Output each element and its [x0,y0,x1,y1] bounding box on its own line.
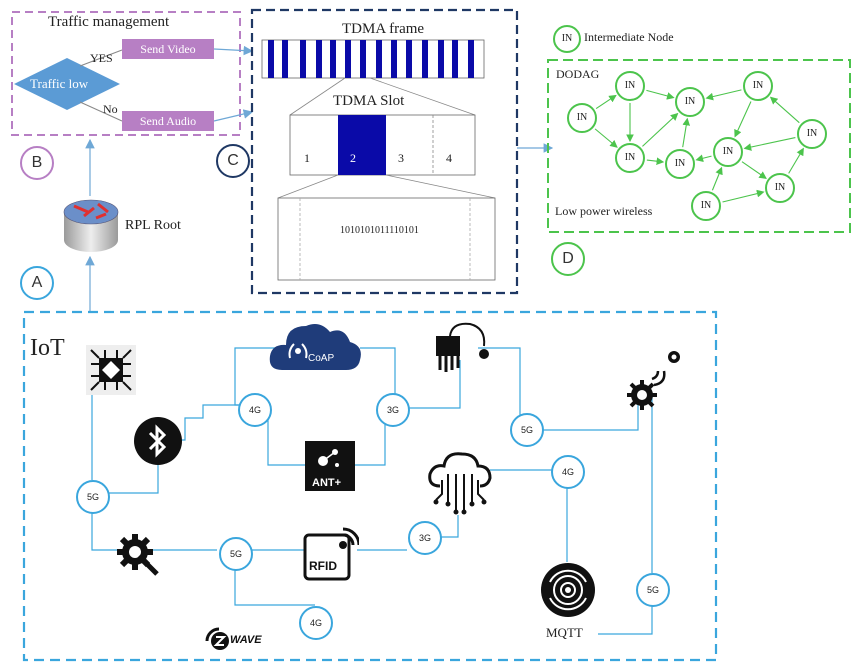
net-node-4g: 4G [299,606,333,640]
ant-label: ANT+ [312,477,342,489]
net-node-5g: 5G [219,537,253,571]
coap-cloud-icon [268,318,363,381]
tdma-frame-bar [300,40,306,78]
send-video-button[interactable]: Send Video [122,39,214,59]
yes-label: YES [90,51,113,65]
iot-box [22,310,718,662]
dodag-edge [682,117,691,148]
dodag-edge [695,154,712,163]
no-label: No [103,102,118,116]
dodag-node: IN [765,173,795,203]
label-a: A [20,266,54,300]
rpl-root-label: RPL Root [125,218,181,233]
dodag-node: IN [743,71,773,101]
mqtt-label: MQTT [546,625,583,640]
gear-wrench-icon [115,532,161,583]
slot-1: 1 [304,151,310,165]
net-node-5g: 5G [510,413,544,447]
tdma-box [250,8,519,295]
bit-sequence: 1010101011110101 [340,225,419,236]
dodag-node: IN [713,137,743,167]
slot-2: 2 [350,151,356,165]
tdma-frame-bar [268,40,274,78]
tdma-frame-bar [360,40,366,78]
coap-label: CoAP [308,353,335,364]
net-node-4g: 4G [551,455,585,489]
dodag-node: IN [675,87,705,117]
dodag-node: IN [567,103,597,133]
traffic-title: Traffic management [48,14,170,30]
chip-icon [86,345,136,400]
traffic-box [11,11,241,136]
dodag-edge [595,94,617,110]
send-audio-button[interactable]: Send Audio [122,111,214,131]
dodag-edge [734,101,752,138]
dodag-edge [743,137,796,151]
net-node-4g: 4G [238,393,272,427]
net-node-3g: 3G [376,393,410,427]
dodag-edge [741,161,767,179]
dodag-edge [642,112,679,147]
legend-node: IN [553,25,581,53]
rfid-icon [303,527,361,586]
net-node-3g: 3G [408,521,442,555]
sensor-plug-icon [430,318,490,379]
dodag-node: IN [797,119,827,149]
cloud-network-icon [428,450,492,521]
dodag-footer: Low power wireless [555,204,653,218]
dodag-edge [646,157,665,166]
net-node-5g: 5G [76,480,110,514]
ant-icon [305,441,355,496]
tdma-frame-bar [376,40,382,78]
zwave-label: WAVE [230,634,262,646]
tdma-frame-bar [391,40,397,78]
dodag-node: IN [665,149,695,179]
tdma-frame-bar [330,40,336,78]
dodag-edge [722,189,765,203]
label-c: C [216,144,250,178]
dodag-title: DODAG [556,67,600,81]
dodag-node: IN [691,191,721,221]
dodag-node: IN [615,143,645,173]
bluetooth-icon [133,416,183,471]
dodag-edge [769,96,800,124]
legend-text: Intermediate Node [584,30,674,44]
net-node-5g: 5G [636,573,670,607]
gears-wifi-icon [622,345,688,416]
label-d: D [551,242,585,276]
tdma-frame-bar [422,40,428,78]
iot-title: IoT [30,335,65,361]
label-b: B [20,146,54,180]
dodag-edge [705,89,742,101]
slot-4: 4 [446,151,452,165]
dodag-edge [594,128,618,148]
tdma-frame-bar [282,40,288,78]
dodag-edge [711,166,723,191]
rfid-label: RFID [309,559,337,573]
tdma-frame-bar [468,40,474,78]
decision-diamond [14,58,120,110]
tdma-slot-title: TDMA Slot [333,93,405,109]
tdma-frame-bar [345,40,351,78]
tdma-frame-bar [406,40,412,78]
tdma-frame-bar [452,40,458,78]
dodag-box [547,59,851,233]
tdma-frame-bar [438,40,444,78]
dodag-edge [788,147,804,174]
decision-label: Traffic low [30,76,89,91]
zwave-logo-icon [203,625,233,656]
dodag-node: IN [615,71,645,101]
dodag-edge [646,89,675,100]
tdma-frame-bar [316,40,322,78]
router-icon [62,196,120,261]
slot-3: 3 [398,151,404,165]
tdma-frame-title: TDMA frame [342,21,425,37]
mqtt-icon [540,562,596,623]
